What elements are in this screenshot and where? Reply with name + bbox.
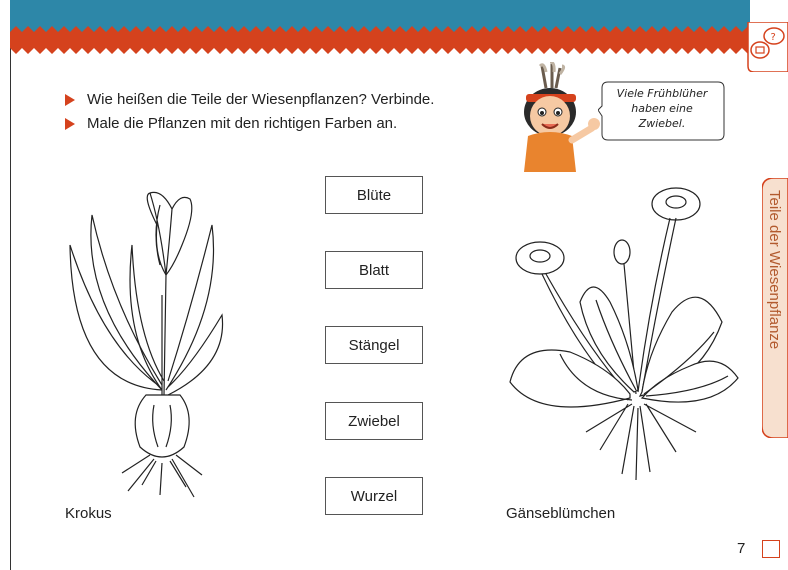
arrow-bullet-icon — [65, 118, 75, 130]
instruction-text: Wie heißen die Teile der Wiesenpflanzen?… — [87, 88, 434, 112]
instruction-text: Male die Pflanzen mit den richtigen Farb… — [87, 112, 397, 136]
side-tab: Teile der Wiesenpflanze — [762, 178, 788, 438]
page-number: 7 — [737, 540, 745, 557]
speech-bubble-text: Viele Frühblüher haben eine Zwiebel. — [606, 86, 718, 131]
word-box-blatt[interactable]: Blatt — [325, 251, 423, 289]
instruction-item: Wie heißen die Teile der Wiesenpflanzen?… — [65, 88, 434, 112]
discussion-icon: ? — [746, 22, 788, 72]
mascot-child-illustration — [500, 62, 610, 172]
daisy-label: Gänseblümchen — [506, 505, 615, 522]
svg-text:?: ? — [771, 32, 776, 43]
word-label: Wurzel — [351, 488, 397, 505]
page-checkbox[interactable] — [762, 540, 780, 558]
crocus-illustration — [62, 185, 232, 505]
word-label: Stängel — [349, 337, 400, 354]
instruction-item: Male die Pflanzen mit den richtigen Farb… — [65, 112, 434, 136]
word-box-staengel[interactable]: Stängel — [325, 326, 423, 364]
instructions: Wie heißen die Teile der Wiesenpflanzen?… — [65, 88, 434, 136]
word-label: Blatt — [359, 262, 389, 279]
arrow-bullet-icon — [65, 94, 75, 106]
word-box-bluete[interactable]: Blüte — [325, 176, 423, 214]
header-decor-band — [10, 0, 750, 58]
side-tab-label: Teile der Wiesenpflanze — [766, 190, 783, 349]
crocus-label: Krokus — [65, 505, 112, 522]
speech-line: haben eine — [606, 101, 718, 116]
word-box-wurzel[interactable]: Wurzel — [325, 477, 423, 515]
page-margin-line — [10, 0, 11, 570]
daisy-illustration — [500, 182, 740, 482]
word-label: Zwiebel — [348, 413, 400, 430]
word-label: Blüte — [357, 187, 391, 204]
word-box-zwiebel[interactable]: Zwiebel — [325, 402, 423, 440]
speech-line: Zwiebel. — [606, 116, 718, 131]
speech-line: Viele Frühblüher — [606, 86, 718, 101]
